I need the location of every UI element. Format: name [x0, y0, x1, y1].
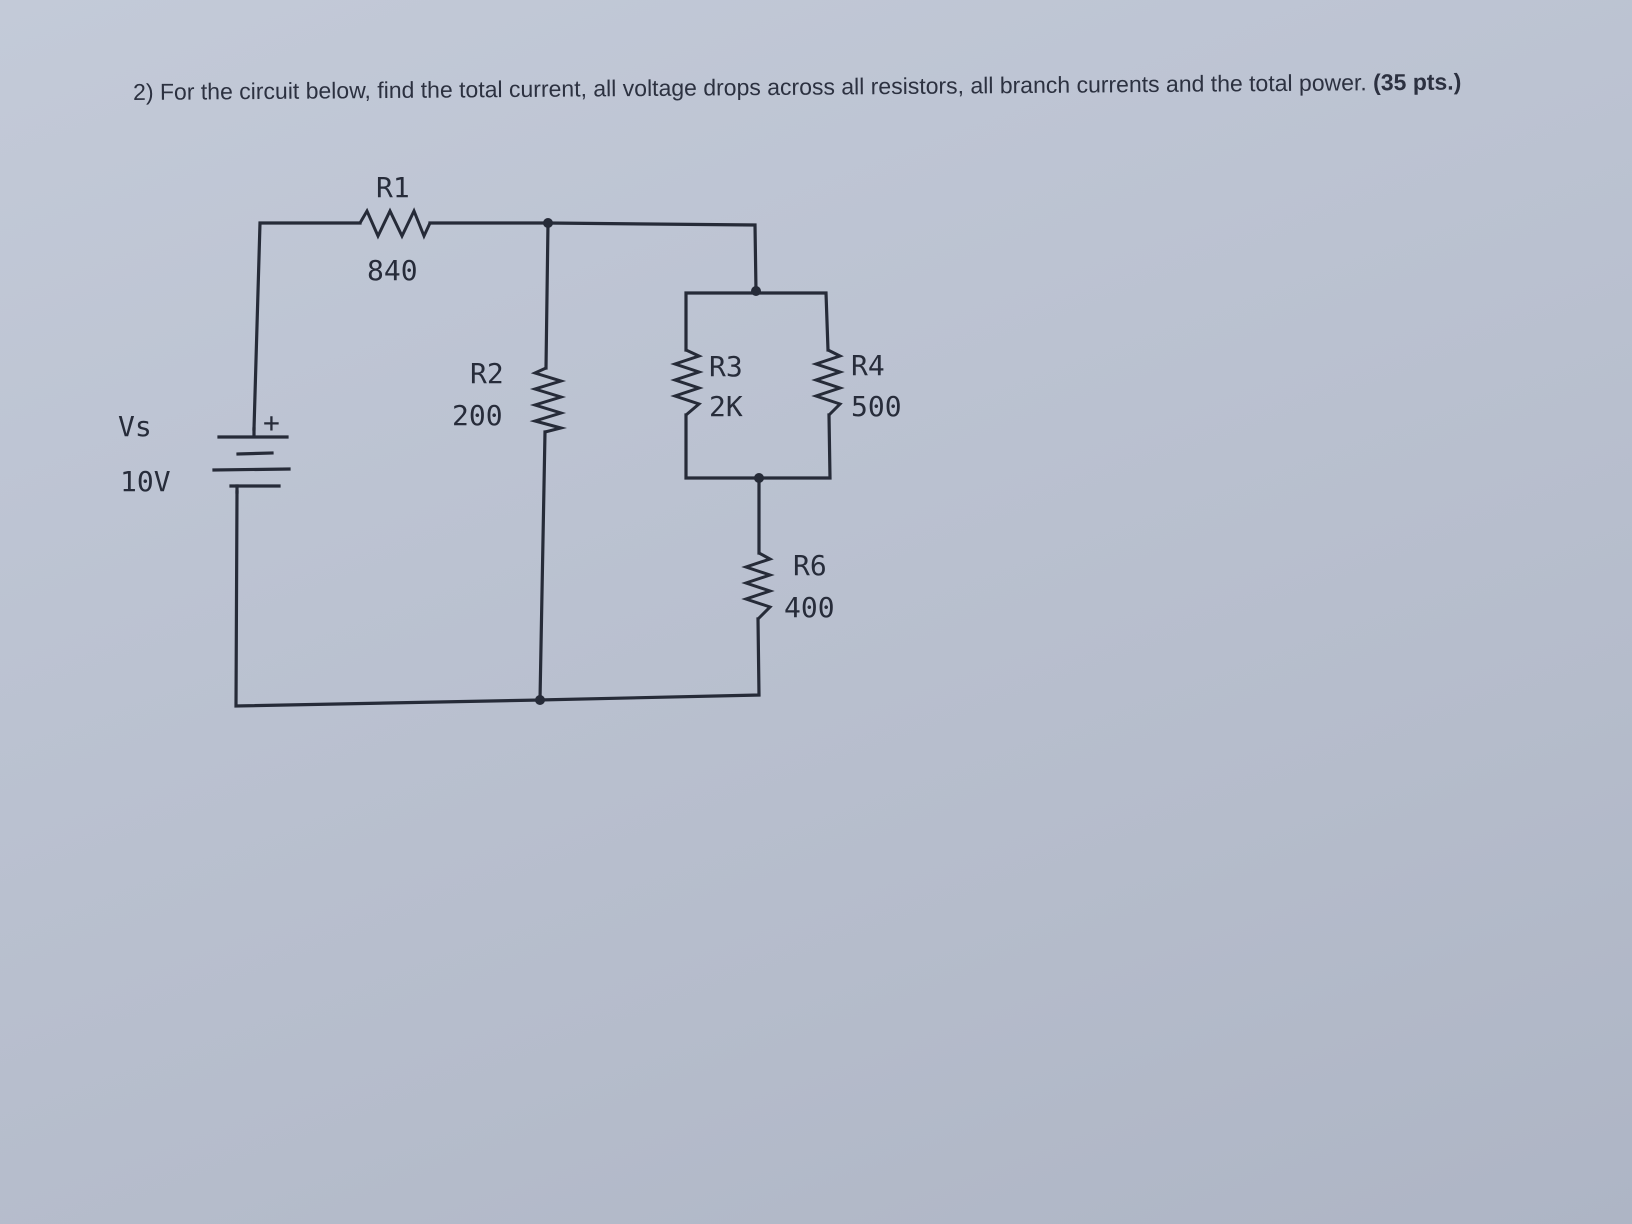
- vs-name-label: Vs: [118, 410, 152, 443]
- vs-value-label: 10V: [120, 465, 171, 498]
- battery-plus-label: +: [263, 406, 280, 439]
- battery-plate-2: [236, 451, 274, 456]
- battery-plate-3: [212, 467, 291, 472]
- junction-top: [543, 218, 553, 228]
- wire-parallel-bottom: [684, 413, 832, 480]
- r6-name-label: R6: [793, 549, 827, 582]
- wire-bottom: [234, 490, 542, 708]
- wires: [234, 221, 832, 708]
- resistor-r2: [529, 366, 567, 434]
- wire-top-right: [546, 221, 758, 293]
- r3-name-label: R3: [709, 350, 743, 383]
- wire-r6-bottom: [538, 617, 761, 702]
- r4-value-label: 500: [851, 390, 902, 423]
- r3-value-label: 2K: [709, 390, 743, 423]
- battery-vs: [212, 427, 291, 494]
- wire-r2-top: [544, 221, 550, 370]
- r2-value-label: 200: [452, 399, 503, 432]
- wire-top-left: [252, 221, 362, 431]
- resistor-r1: [358, 207, 432, 240]
- resistor-r3: [670, 348, 704, 417]
- junction-parallel-bottom: [754, 473, 764, 483]
- resistor-r4: [811, 348, 845, 417]
- resistor-r6: [741, 551, 775, 621]
- r1-value-label: 840: [367, 254, 418, 287]
- r2-name-label: R2: [470, 357, 504, 390]
- wire-parallel-top: [684, 291, 830, 352]
- junction-bottom: [535, 695, 545, 705]
- r1-name-label: R1: [376, 171, 410, 204]
- wire-r2-bottom: [538, 430, 547, 702]
- r6-value-label: 400: [784, 591, 835, 624]
- r4-name-label: R4: [851, 349, 885, 382]
- junction-parallel-top: [751, 286, 761, 296]
